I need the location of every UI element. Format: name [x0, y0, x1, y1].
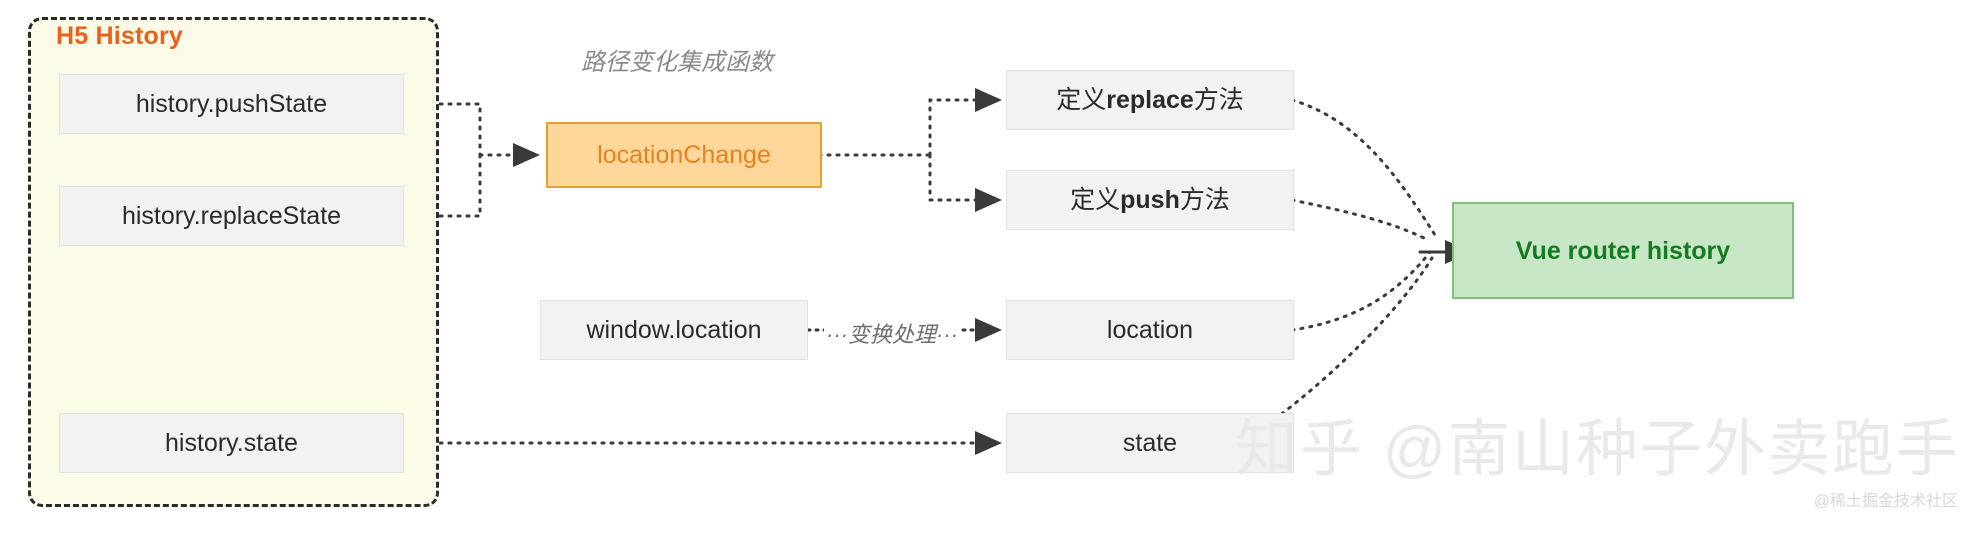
node-history-replacestate-label: history.replaceState [121, 202, 342, 230]
edge-define-push-to-vue-router [1290, 198, 1430, 242]
group-title-h5-history: H5 History [56, 22, 184, 50]
node-vue-router-history-label: Vue router history [1515, 236, 1731, 265]
node-location[interactable]: location [1006, 300, 1294, 360]
node-history-state[interactable]: history.state [59, 413, 404, 473]
node-define-replace-mid: replace [1106, 86, 1194, 114]
node-location-label: location [1106, 316, 1194, 344]
node-define-replace-suffix: 方法 [1193, 86, 1244, 114]
node-define-push-mid: push [1120, 186, 1180, 214]
node-history-pushstate-label: history.pushState [135, 90, 328, 118]
node-history-replacestate[interactable]: history.replaceState [59, 186, 404, 246]
node-history-pushstate[interactable]: history.pushState [59, 74, 404, 134]
node-location-change-label: locationChange [597, 141, 771, 169]
node-state-label: state [1122, 429, 1178, 457]
edge-define-replace-to-vue-router [1290, 98, 1437, 237]
watermark-zhihu: 知乎 @南山种子外卖跑手 [1235, 415, 1960, 484]
node-define-replace-prefix: 定义 [1056, 86, 1107, 114]
watermark-juejin: @稀土掘金技术社区 [1813, 493, 1958, 510]
node-window-location[interactable]: window.location [540, 300, 808, 360]
edge-split-up-to-define-replace [928, 88, 1002, 157]
node-define-push-suffix: 方法 [1179, 186, 1230, 214]
node-state[interactable]: state [1006, 413, 1294, 473]
edge-split-down-to-define-push [928, 153, 1002, 212]
edge-label-integration-function: 路径变化集成函数 [581, 49, 773, 76]
node-history-state-label: history.state [165, 429, 298, 457]
node-window-location-label: window.location [586, 316, 762, 344]
node-define-push-prefix: 定义 [1070, 186, 1121, 214]
edge-location-to-vue-router [1290, 250, 1432, 332]
edge-label-transform: ···变换处理··· [824, 317, 960, 349]
node-location-change[interactable]: locationChange [546, 122, 822, 188]
node-vue-router-history[interactable]: Vue router history [1452, 202, 1794, 299]
